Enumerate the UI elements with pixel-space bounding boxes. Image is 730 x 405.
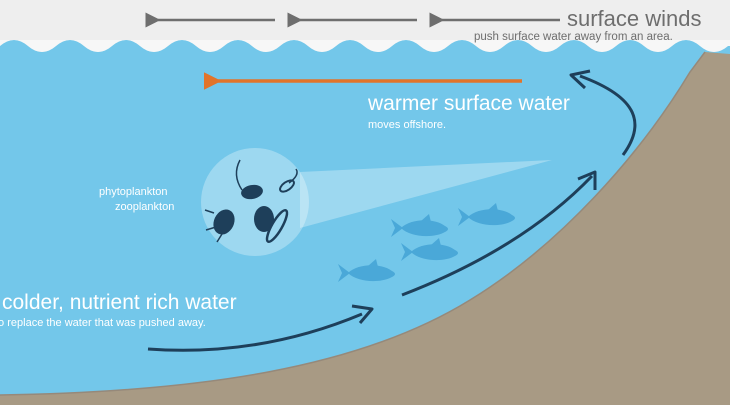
fish-school (338, 203, 515, 282)
magnify-beam (300, 160, 552, 228)
fish-icon (458, 203, 515, 226)
upwelling-arrow-icon (147, 69, 637, 352)
warmer-water-title: warmer surface water (368, 92, 570, 115)
fish-icon (338, 259, 395, 282)
phytoplankton-label: phytoplankton (99, 186, 168, 198)
surface-winds-title: surface winds (567, 6, 702, 31)
warmer-water-caption: moves offshore. (368, 119, 447, 131)
seafloor-edge (0, 51, 706, 396)
plankton-icon (201, 148, 309, 256)
wave-crest (0, 40, 730, 52)
fish-icon (391, 214, 448, 237)
zooplankton-label: zooplankton (115, 201, 175, 213)
seafloor (0, 52, 730, 405)
colder-water-caption: to replace the water that was pushed awa… (0, 317, 206, 329)
fish-icon (401, 238, 458, 261)
surface-winds-caption: push surface water away from an area. (474, 31, 673, 43)
colder-water-title: colder, nutrient rich water (2, 291, 237, 314)
